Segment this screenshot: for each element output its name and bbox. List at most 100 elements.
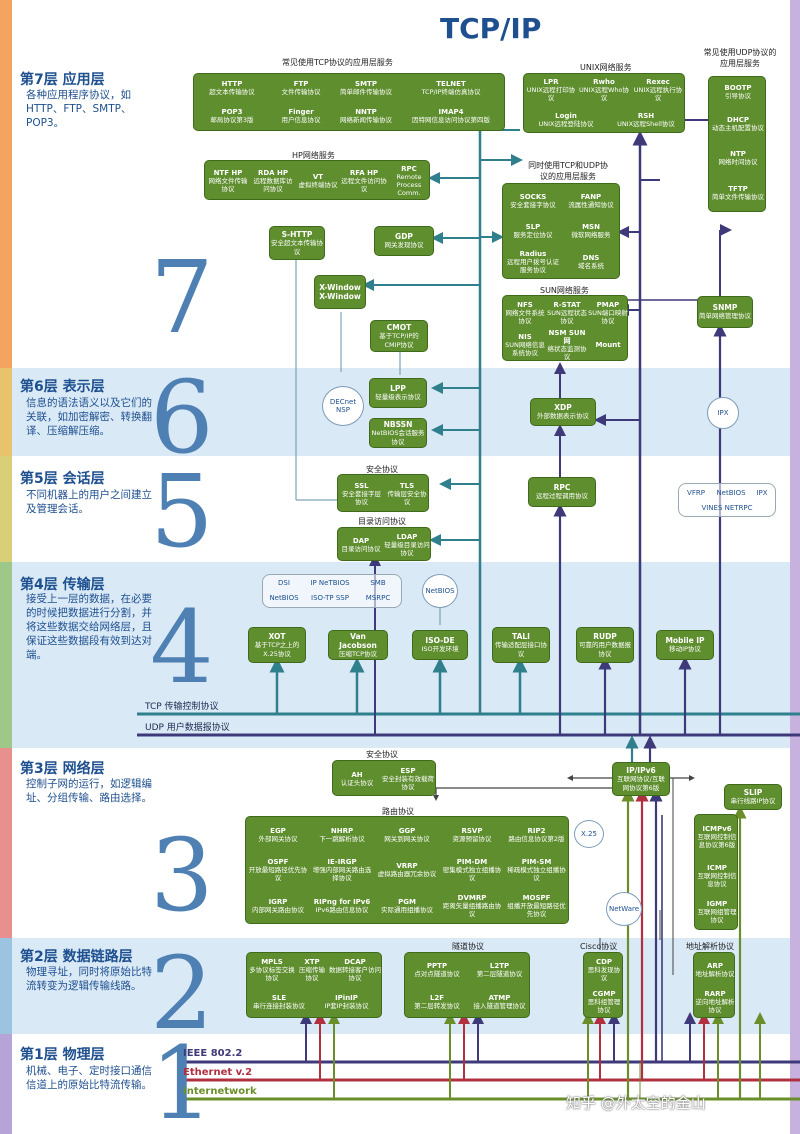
ieee8022-label: IEEE 802.2 xyxy=(183,1048,243,1059)
ethernet-label: Ethernet v.2 xyxy=(183,1067,253,1078)
layer1-number: 1 xyxy=(150,1025,214,1134)
stripe-layer6 xyxy=(0,368,12,456)
layer7-number: 7 xyxy=(150,239,214,356)
proto-nsm: NSM SUN网络状态监测协议 xyxy=(547,329,587,361)
layer5-title: 第5层 会话层 xyxy=(20,471,105,487)
layer1-title: 第1层 物理层 xyxy=(20,1047,105,1063)
layer5-number: 5 xyxy=(150,453,214,570)
band-layer2 xyxy=(0,938,800,1034)
stripe-layer3 xyxy=(0,748,12,938)
proto-ipx-vines: IPX xyxy=(756,488,768,497)
proto-netbios: NetBIOS xyxy=(269,593,299,602)
udp-bus-label: UDP 用户数据报协议 xyxy=(145,723,230,733)
l4-session-group: DSI IP NeTBIOS SMB NetBIOS ISO-TP SSP MS… xyxy=(262,574,402,608)
netware-circle: NetWare xyxy=(606,892,642,926)
stripe-right xyxy=(790,0,800,1134)
cisco-label: Cisco协议 xyxy=(580,942,618,951)
proto-isotp-ssp: ISO-TP SSP xyxy=(311,593,349,602)
netbios-circle: NetBIOS xyxy=(422,574,458,608)
addr-label: 地址解析协议 xyxy=(686,942,734,951)
security3-label: 安全协议 xyxy=(366,750,398,759)
security5-label: 安全协议 xyxy=(366,465,398,474)
hp-label: HP网络服务 xyxy=(292,151,335,160)
layer6-title: 第6层 表示层 xyxy=(20,379,105,395)
layer4-title: 第4层 传输层 xyxy=(20,577,105,593)
diagram-title: TCP/IP xyxy=(440,12,542,45)
decnet-circle: DECnet NSP xyxy=(322,386,364,426)
ipx-circle: IPX xyxy=(707,397,739,429)
tcpudp-label: 同时使用TCP和UDP协议的应用层服务 xyxy=(528,161,608,181)
sun-label: SUN网络服务 xyxy=(540,286,589,295)
proto-mount: Mount xyxy=(595,341,621,349)
udp-app-label: 常见使用UDP协议的应用层服务 xyxy=(703,48,777,68)
stripe-layer1 xyxy=(0,1034,12,1134)
layer3-title: 第3层 网络层 xyxy=(20,761,105,777)
proto-ip-netbios: IP NeTBIOS xyxy=(310,578,350,587)
tunnel-label: 隧道协议 xyxy=(452,942,484,951)
layer4-desc: 接受上一层的数据，在必要的时候把数据进行分割，并将这些数据交给网络层，且保证这些… xyxy=(26,593,152,661)
routing-label: 路由协议 xyxy=(382,807,414,816)
layer4-number: 4 xyxy=(150,589,214,706)
layer2-title: 第2层 数据链路层 xyxy=(20,949,133,965)
layer7-title: 第7层 应用层 xyxy=(20,72,105,88)
